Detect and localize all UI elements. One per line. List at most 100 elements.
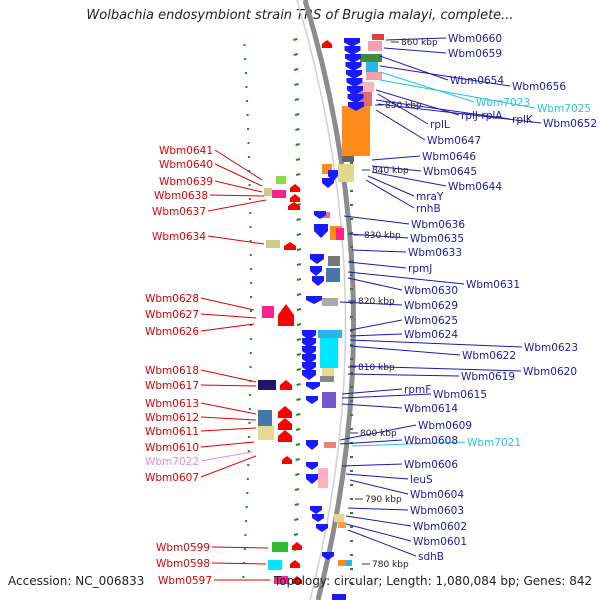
leader-line (379, 65, 511, 87)
leader-line (345, 473, 409, 480)
gene-block (322, 392, 336, 408)
leader-line (214, 149, 263, 181)
gene-block (258, 426, 274, 440)
gene-block (262, 306, 274, 318)
gene-block (334, 514, 344, 522)
gene-arrow-minus (302, 354, 316, 364)
tick-mark (296, 383, 301, 386)
tick-mark (294, 518, 299, 521)
gene-arrow-minus (302, 370, 316, 380)
gene-label-wbm0639: Wbm0639 (159, 176, 213, 188)
leader-line (371, 171, 447, 187)
leader-line (349, 479, 409, 495)
tick-mark (295, 173, 301, 176)
gene-block (272, 542, 288, 552)
gene-arrow-minus (306, 462, 318, 470)
scale-label: 810 kbp (358, 363, 395, 373)
leader-line (200, 323, 255, 332)
accession-text: Accession: NC_006833 (8, 574, 145, 588)
gene-label-wbm0597: Wbm0597 (158, 575, 212, 587)
leader-line (200, 416, 257, 421)
leader-line (345, 523, 412, 542)
leader-line (214, 163, 263, 187)
gene-arrow-minus (345, 62, 362, 71)
gene-arrow-minus (312, 276, 324, 286)
gene-block (354, 82, 374, 92)
gene-label-leus: leuS (410, 474, 433, 486)
gene-label-wbm0637: Wbm0637 (152, 206, 206, 218)
gene-label-wbm0609: Wbm0609 (418, 420, 472, 432)
leader-line (347, 261, 407, 269)
scale-label: 840 kbp (372, 166, 409, 176)
leader-line (347, 507, 409, 511)
leader-line (371, 155, 421, 161)
leader-line (347, 271, 465, 285)
gene-block (322, 368, 334, 376)
gene-arrow-minus (306, 382, 320, 390)
gene-arrow-minus (346, 78, 363, 87)
gene-block (338, 522, 346, 528)
gene-label-wbm0607: Wbm0607 (145, 472, 199, 484)
gene-label-wbm0654: Wbm0654 (450, 75, 504, 87)
gene-label-wbm0634: Wbm0634 (152, 231, 206, 243)
leader-line (200, 297, 255, 311)
gene-block (258, 410, 272, 426)
leader-line (200, 451, 253, 462)
gene-label-rpmj: rpmJ (408, 263, 432, 275)
gene-label-wbm0612: Wbm0612 (145, 412, 199, 424)
tick-mark (294, 98, 300, 101)
gene-label-wbm0615: Wbm0615 (433, 389, 487, 401)
tick-mark (294, 113, 300, 116)
leader-line (200, 313, 257, 319)
gene-block (320, 338, 338, 368)
tick-mark (294, 488, 300, 491)
gene-features (258, 34, 384, 600)
gene-arrow-plus (278, 430, 292, 442)
gene-label-wbm0624: Wbm0624 (404, 329, 458, 341)
leader-line (365, 179, 415, 209)
leader-line (341, 403, 403, 409)
gene-block (272, 190, 286, 198)
scale-label: 820 kbp (358, 297, 395, 307)
tick-mark (296, 353, 302, 356)
leader-line (339, 424, 417, 441)
leader-line (375, 89, 460, 116)
leader-line (349, 365, 522, 372)
gene-label-wbm0626: Wbm0626 (145, 326, 199, 338)
gene-arrow-minus (302, 362, 316, 372)
gene-label-wbm0635: Wbm0635 (410, 233, 464, 245)
gene-label-wbm0652: Wbm0652 (543, 118, 597, 130)
gene-arrow-plus (322, 40, 332, 48)
gene-label-wbm0660: Wbm0660 (448, 33, 502, 45)
leader-line (379, 79, 536, 109)
gene-arrow-minus (314, 211, 326, 219)
gene-arrow-minus (302, 338, 316, 348)
tick-mark (296, 233, 302, 236)
gene-label-wbm7021: Wbm7021 (467, 437, 521, 449)
gene-block (318, 330, 342, 338)
gene-label-wbm0617: Wbm0617 (145, 380, 199, 392)
gene-arrow-minus (306, 296, 322, 304)
gene-block (324, 442, 336, 448)
leader-line (375, 99, 511, 120)
gene-label-wbm0608: Wbm0608 (404, 435, 458, 447)
gene-arrow-minus (348, 102, 364, 111)
gene-label-rplj-rpla: rplJ-rplA (461, 110, 503, 122)
tick-mark (296, 308, 302, 311)
gene-block (338, 560, 346, 566)
gene-arrow-plus (278, 418, 292, 430)
leader-line (339, 439, 403, 445)
gene-label-wbm0625: Wbm0625 (404, 315, 458, 327)
gene-block (322, 164, 332, 174)
leader-line (375, 109, 426, 141)
gene-label-wbm0636: Wbm0636 (411, 219, 465, 231)
gene-block (366, 72, 382, 80)
gene-block (276, 176, 286, 184)
gene-block (360, 54, 382, 62)
gene-label-wbm0656: Wbm0656 (512, 81, 566, 93)
gene-arrow-minus (310, 506, 322, 514)
leader-line (351, 249, 407, 253)
gene-label-wbm0599: Wbm0599 (156, 542, 210, 554)
gene-block (332, 594, 346, 600)
